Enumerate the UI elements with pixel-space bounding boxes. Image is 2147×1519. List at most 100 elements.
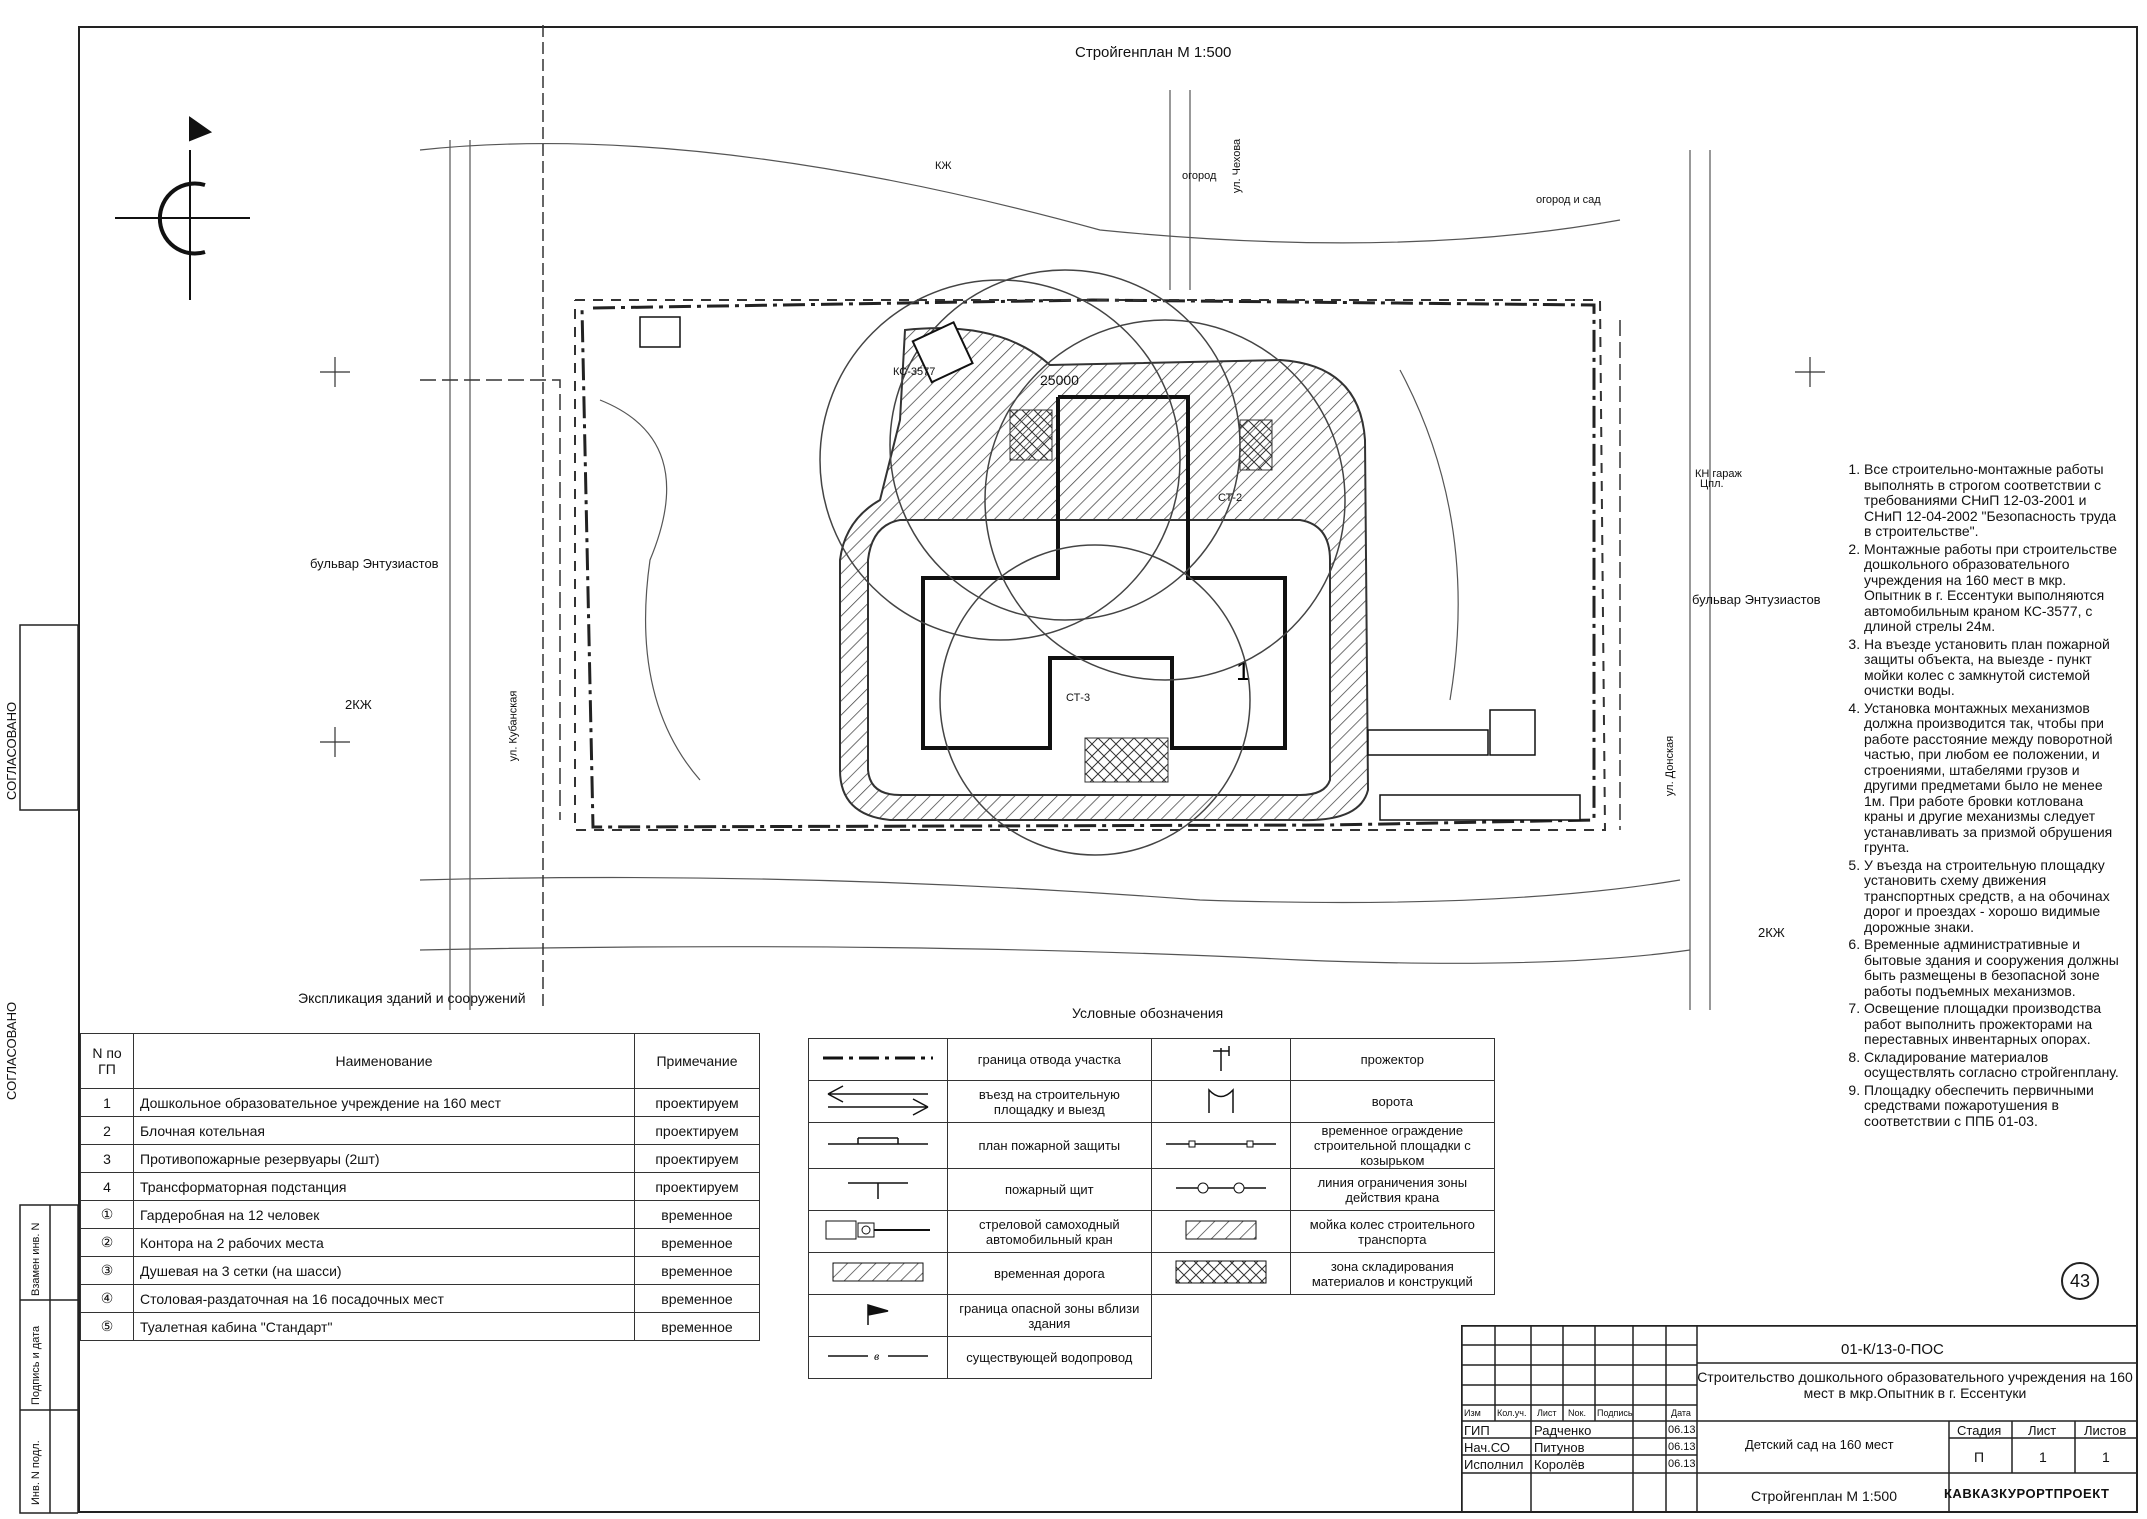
site-element: огород и сад bbox=[1536, 194, 1601, 206]
storage-zone bbox=[1009, 409, 1053, 461]
col-note: Примечание bbox=[634, 1033, 760, 1089]
fire-plan-icon bbox=[827, 1137, 928, 1145]
site-element: огород bbox=[1182, 170, 1217, 182]
project-title: Строительство дошкольного образовательно… bbox=[1697, 1369, 2133, 1401]
crane-label: КС-3577 bbox=[893, 366, 936, 378]
gate-icon bbox=[1208, 1088, 1234, 1113]
street-label: бульвар Энтузиастов bbox=[1692, 592, 1821, 607]
sign-date-label: Подпись и дата bbox=[30, 1325, 42, 1405]
company-name: КАВКАЗКУРОРТПРОЕКТ bbox=[1944, 1486, 2110, 1501]
note-item: Установка монтажных механизмов должна пр… bbox=[1864, 700, 2126, 856]
sign-date: 06.13 bbox=[1668, 1424, 1696, 1436]
fence-icon bbox=[1165, 1140, 1276, 1148]
person-name: Королёв bbox=[1534, 1457, 1585, 1472]
sign-date: 06.13 bbox=[1668, 1441, 1696, 1453]
stage-header: Стадия bbox=[1957, 1423, 2002, 1438]
stamp-header: Изм bbox=[1464, 1408, 1481, 1418]
temporary-fence bbox=[574, 299, 1607, 831]
legend-row: граница отвода участка прожектор bbox=[808, 1038, 1496, 1081]
role: ГИП bbox=[1464, 1423, 1490, 1438]
title-block-grid bbox=[1461, 1325, 2138, 1513]
note-item: На въезде установить план пожарной защит… bbox=[1864, 636, 2126, 699]
storage-zone-icon bbox=[1175, 1260, 1267, 1284]
agreed-label: СОГЛАСОВАНО bbox=[4, 1001, 19, 1100]
stage-header: Листов bbox=[2084, 1423, 2127, 1438]
sheet-value: 1 bbox=[2039, 1449, 2047, 1465]
legend-row: стреловой самоходный автомобильный кран … bbox=[808, 1210, 1496, 1253]
note-item: Складирование материалов осуществлять со… bbox=[1864, 1049, 2126, 1081]
legend-title: Условные обозначения bbox=[1072, 1005, 1224, 1021]
boundary-symbol-icon bbox=[822, 1056, 933, 1060]
street-label: ул. Чехова bbox=[1231, 138, 1244, 194]
stamp-header: Подпись bbox=[1597, 1408, 1633, 1418]
legend-row: план пожарной защиты временное ограждени… bbox=[808, 1122, 1496, 1169]
stamp-header: Кол.уч. bbox=[1497, 1408, 1527, 1418]
stamp-header: Nок. bbox=[1568, 1408, 1586, 1418]
storage-zone bbox=[1084, 737, 1169, 783]
note-item: Площадку обеспечить первичными средствам… bbox=[1864, 1082, 2126, 1130]
legend-row: граница опасной зоны вблизи здания bbox=[808, 1294, 1495, 1337]
crane-limit-icon bbox=[1175, 1182, 1266, 1194]
site-boundary bbox=[580, 298, 1596, 829]
legend-row: въезд на строительную площадку и выезд в… bbox=[808, 1080, 1496, 1123]
wheel-wash-icon bbox=[1185, 1220, 1257, 1240]
col-name: Наименование bbox=[133, 1033, 635, 1089]
stage-header: Лист bbox=[2028, 1423, 2057, 1438]
drawing-frame bbox=[78, 26, 2138, 1513]
stage-value: П bbox=[1974, 1449, 1985, 1465]
left-margin bbox=[19, 624, 78, 1514]
legend-row: в существующей водопровод bbox=[808, 1336, 1495, 1379]
sheet-number: 43 bbox=[2061, 1262, 2099, 1300]
spotlight-icon bbox=[1212, 1046, 1230, 1071]
site-element: 2КЖ bbox=[345, 697, 372, 712]
stamp-header: Лист bbox=[1537, 1408, 1557, 1418]
role: Исполнил bbox=[1464, 1457, 1524, 1472]
stamp-header: Дата bbox=[1671, 1408, 1691, 1418]
document-code: 01-К/13-0-ПОС bbox=[1841, 1341, 1944, 1358]
north-arrow-icon bbox=[115, 116, 250, 300]
note-item: У въезда на строительную площадку устано… bbox=[1864, 857, 2126, 936]
note-item: Временные административные и бытовые зда… bbox=[1864, 936, 2126, 999]
legend-table: граница отвода участка прожектор въезд н… bbox=[808, 1038, 1496, 1379]
crane-label: СТ-2 bbox=[1218, 492, 1243, 504]
danger-zone-flag-icon bbox=[867, 1303, 888, 1325]
fire-shield-icon bbox=[847, 1182, 908, 1199]
crane-zones bbox=[819, 269, 1346, 856]
grid-crosses bbox=[320, 357, 1825, 757]
note-item: Монтажные работы при строительстве дошко… bbox=[1864, 541, 2126, 635]
agreed-label: СОГЛАСОВАНО bbox=[4, 701, 19, 800]
building-1 bbox=[921, 395, 1287, 750]
crane-label: СТ-3 bbox=[1066, 692, 1091, 704]
sign-date: 06.13 bbox=[1668, 1458, 1696, 1470]
terrain-lines bbox=[419, 90, 1711, 1010]
plan-title: Стройгенплан М 1:500 bbox=[1075, 44, 1232, 61]
water-pipe-icon: в bbox=[827, 1349, 928, 1363]
person-name: Питунов bbox=[1534, 1440, 1585, 1455]
replaced-inv-label: Взамен инв. N bbox=[30, 1222, 42, 1296]
legend-row: пожарный щит линия ограничения зоны дейс… bbox=[808, 1168, 1496, 1211]
water-line bbox=[420, 320, 1621, 830]
note-item: Все строительно-монтажные работы выполня… bbox=[1864, 461, 2126, 540]
mobile-crane-icon bbox=[825, 1220, 930, 1240]
title-block: 01-К/13-0-ПОС Строительство дошкольного … bbox=[1461, 1325, 2138, 1513]
site-element: 2КЖ bbox=[1758, 925, 1785, 940]
radius-label: 25000 bbox=[1040, 372, 1079, 388]
crane-ks3577 bbox=[911, 321, 974, 384]
explication-title: Экспликация зданий и сооружений bbox=[298, 990, 526, 1006]
entry-exit-arrows-icon bbox=[827, 1085, 929, 1116]
temporary-buildings bbox=[639, 316, 1581, 821]
note-item: Освещение площадки производства работ вы… bbox=[1864, 1000, 2126, 1048]
sheet-name: Стройгенплан М 1:500 bbox=[1751, 1488, 1897, 1504]
street-label: бульвар Энтузиастов bbox=[310, 556, 439, 571]
